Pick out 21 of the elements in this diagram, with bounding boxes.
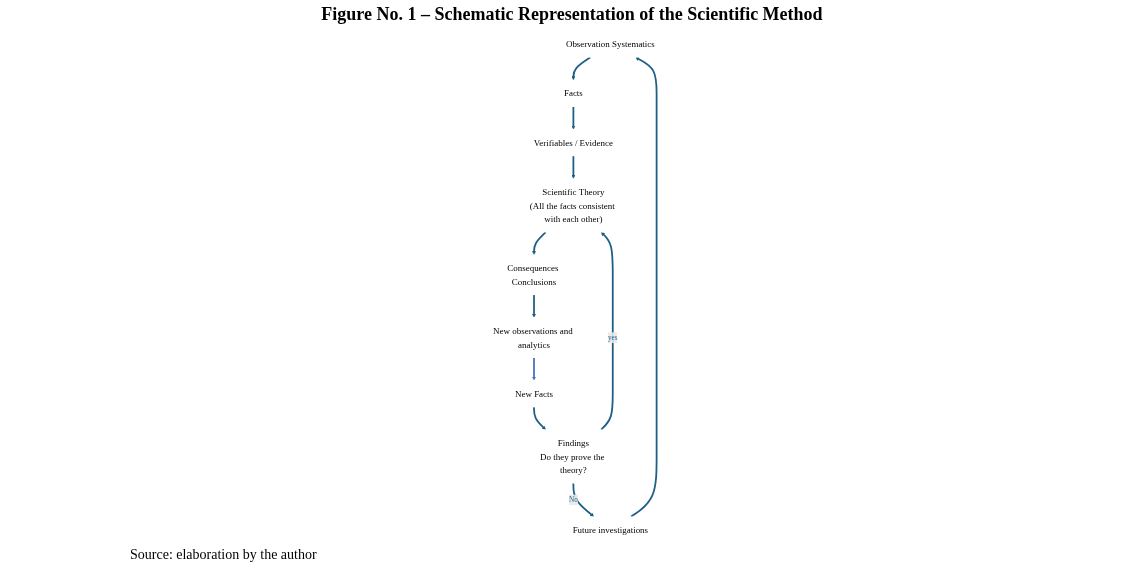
node-text: Facts <box>563 88 583 99</box>
arrow <box>533 406 546 430</box>
node-text: Consequences Conclusions <box>507 263 559 287</box>
arrow <box>532 356 536 381</box>
arrow <box>572 482 594 517</box>
node-text: New Facts <box>514 388 554 399</box>
source-caption: Source: elaboration by the author <box>130 547 318 563</box>
node-text: Observation Systematics <box>565 39 655 49</box>
arrow <box>532 294 536 318</box>
node-text: Future investigations <box>572 525 649 535</box>
node-text: New observations and analytics <box>493 326 573 350</box>
arrow <box>571 56 592 81</box>
figure-title: Figure No. 1 – Schematic Representation of the Scientific Method <box>320 4 824 25</box>
node-text: Scientific Theory (All the facts consistent with each other) <box>529 187 615 224</box>
node-text: Verifiables / Evidence <box>533 137 613 148</box>
arrow <box>600 232 614 431</box>
arrow <box>532 231 547 255</box>
node-text: Findings Do they prove the theory? <box>540 438 605 475</box>
arrow <box>630 57 658 518</box>
arrow <box>571 105 576 130</box>
arrow <box>571 155 576 179</box>
